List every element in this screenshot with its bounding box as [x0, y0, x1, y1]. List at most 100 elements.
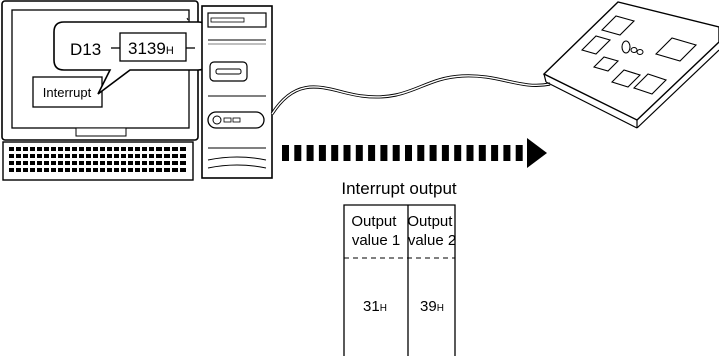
keyboard-key — [30, 147, 35, 151]
keyboard-key — [100, 154, 105, 158]
arrow-dash — [392, 145, 400, 161]
keyboard-key — [72, 147, 77, 151]
keyboard-key — [79, 147, 84, 151]
callout-value: 3139 — [128, 39, 166, 58]
keyboard-key — [93, 147, 98, 151]
keyboard-key — [30, 154, 35, 158]
keypad-key — [180, 161, 186, 165]
keyboard-key — [51, 147, 56, 151]
arrow-dash — [454, 145, 462, 161]
keyboard-key — [121, 154, 126, 158]
keyboard-key — [128, 161, 133, 165]
keyboard-key — [100, 161, 105, 165]
keyboard-key — [37, 168, 42, 172]
keyboard-key — [65, 147, 70, 151]
pc-tower-icon — [201, 5, 273, 179]
arrow-dash — [355, 145, 363, 161]
callout-value-text: 3139H — [128, 39, 174, 58]
keyboard-key — [121, 168, 126, 172]
interrupt-screen-label: Interrupt — [43, 85, 92, 100]
keyboard-key — [65, 154, 70, 158]
keypad-key — [172, 161, 178, 165]
keyboard-key — [16, 168, 21, 172]
keyboard-key — [23, 147, 28, 151]
callout-device-label: D13 — [70, 40, 101, 59]
keyboard-key — [58, 147, 63, 151]
arrow-dash — [331, 145, 339, 161]
keyboard-icon — [2, 141, 194, 181]
keyboard-key — [86, 168, 91, 172]
transfer-arrow — [282, 138, 547, 168]
keyboard-key — [135, 168, 140, 172]
keypad-key — [164, 161, 170, 165]
arrow-dash — [515, 145, 523, 161]
keypad-key — [172, 147, 178, 151]
keyboard-key — [86, 161, 91, 165]
keyboard-key — [51, 161, 56, 165]
cable-line — [270, 74, 551, 115]
keyboard-key — [79, 161, 84, 165]
output-value-2: 39 — [420, 298, 437, 315]
callout-bubble: D13 3139H — [53, 21, 209, 95]
output-value-1-suffix: H — [380, 303, 387, 314]
keyboard-key — [128, 147, 133, 151]
keyboard-key — [23, 168, 28, 172]
keyboard-key — [121, 147, 126, 151]
keypad-key — [172, 168, 178, 172]
keyboard-key — [149, 161, 154, 165]
arrow-dash — [405, 145, 412, 161]
interrupt-output-title: Interrupt output — [341, 179, 457, 198]
keyboard-key — [149, 154, 154, 158]
keyboard-key — [58, 168, 63, 172]
arrow-dash — [306, 145, 314, 161]
keyboard-key — [79, 168, 84, 172]
output-value-2-suffix: H — [437, 303, 444, 314]
arrow-dash — [368, 145, 376, 161]
keyboard-key — [9, 161, 14, 165]
keyboard-key — [135, 147, 140, 151]
keyboard-key — [37, 161, 42, 165]
arrow-dash — [343, 145, 351, 161]
arrow-dash — [417, 145, 425, 161]
keypad-key — [156, 168, 162, 172]
keyboard-key — [9, 147, 14, 151]
keyboard-key — [135, 154, 140, 158]
output-value-table: Output value 1 Output value 2 31H 39H — [343, 204, 456, 356]
keypad-key — [180, 147, 186, 151]
keyboard-key — [100, 147, 105, 151]
keyboard-key — [58, 161, 63, 165]
keyboard-key — [44, 147, 49, 151]
output-value-2-cell: 39H — [420, 298, 444, 315]
keyboard-key — [65, 161, 70, 165]
arrow-dash — [318, 145, 326, 161]
arrow-dash — [294, 145, 302, 161]
keyboard-key — [128, 154, 133, 158]
keyboard-key — [72, 168, 77, 172]
keypad-key — [164, 154, 170, 158]
keyboard-key — [23, 154, 28, 158]
keyboard-key — [65, 168, 70, 172]
keyboard-key — [86, 147, 91, 151]
arrow-dash — [491, 145, 499, 161]
keyboard-key — [16, 154, 21, 158]
keypad-key — [156, 154, 162, 158]
keyboard-key — [9, 168, 14, 172]
output-value-1-cell: 31H — [363, 298, 387, 315]
keyboard-key — [142, 161, 147, 165]
keyboard-key — [72, 154, 77, 158]
keypad-key — [156, 161, 162, 165]
keyboard-key — [149, 168, 154, 172]
keyboard-key — [114, 161, 119, 165]
arrow-dash — [478, 145, 486, 161]
keyboard-key — [100, 168, 105, 172]
keyboard-key — [135, 161, 140, 165]
keyboard-key — [107, 154, 112, 158]
keyboard-key — [72, 161, 77, 165]
keyboard-key — [114, 147, 119, 151]
keypad-key — [180, 154, 186, 158]
keyboard-key — [44, 154, 49, 158]
keyboard-key — [107, 168, 112, 172]
keyboard-key — [51, 168, 56, 172]
